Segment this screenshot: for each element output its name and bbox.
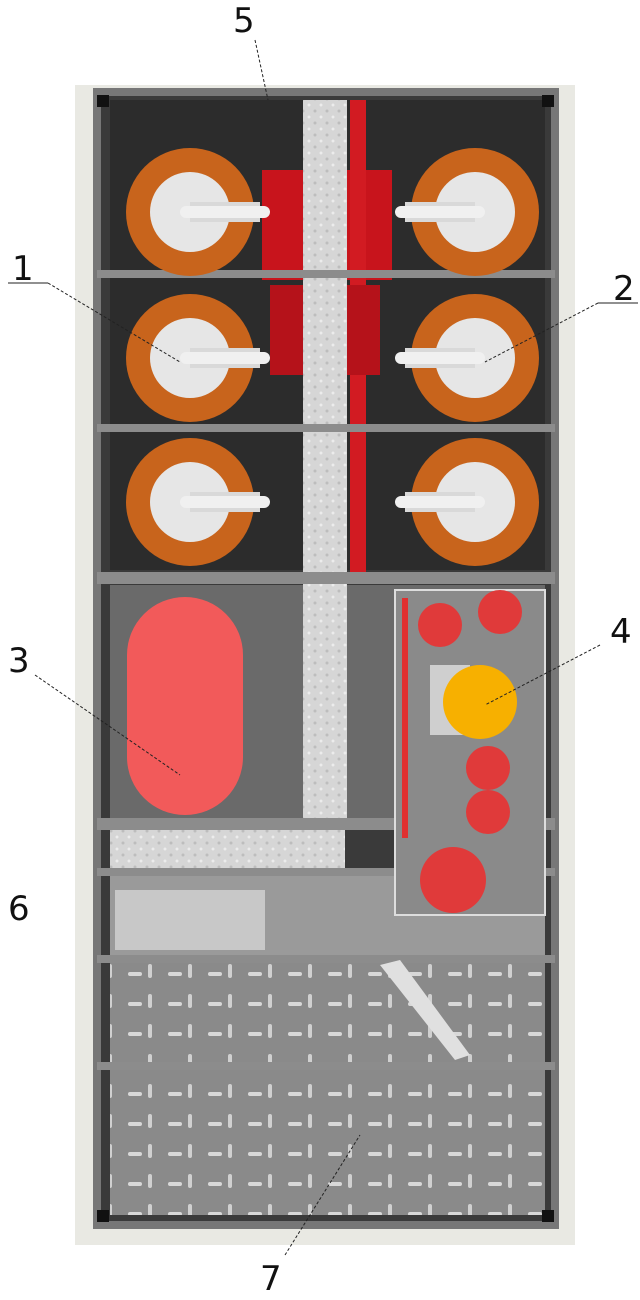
yellow-tank <box>443 665 517 739</box>
leader-lines <box>8 39 638 1256</box>
ring-unit <box>395 294 539 422</box>
callout-6: 6 <box>8 889 30 929</box>
callout-2: 2 <box>613 269 635 309</box>
frame-bars <box>97 270 555 1070</box>
callout-1: 1 <box>12 249 34 289</box>
callout-5: 5 <box>233 1 255 41</box>
diagonal-brace <box>380 960 470 1060</box>
ring-unit <box>395 148 539 276</box>
red-storage-tank <box>127 597 243 815</box>
fuel-cell-modules <box>126 148 539 566</box>
ring-unit <box>126 294 270 422</box>
corner-castings <box>97 95 554 1222</box>
callout-3: 3 <box>8 641 30 681</box>
vent-duct <box>303 100 347 820</box>
ring-unit <box>126 438 270 566</box>
right-equipment-rack <box>394 589 546 916</box>
ring-unit <box>395 438 539 566</box>
electrical-box <box>115 890 265 950</box>
floor-plate <box>110 960 545 1215</box>
callout-4: 4 <box>610 612 632 652</box>
callout-7: 7 <box>260 1259 282 1299</box>
vent-duct-horizontal <box>110 830 345 870</box>
ring-unit <box>126 148 270 276</box>
